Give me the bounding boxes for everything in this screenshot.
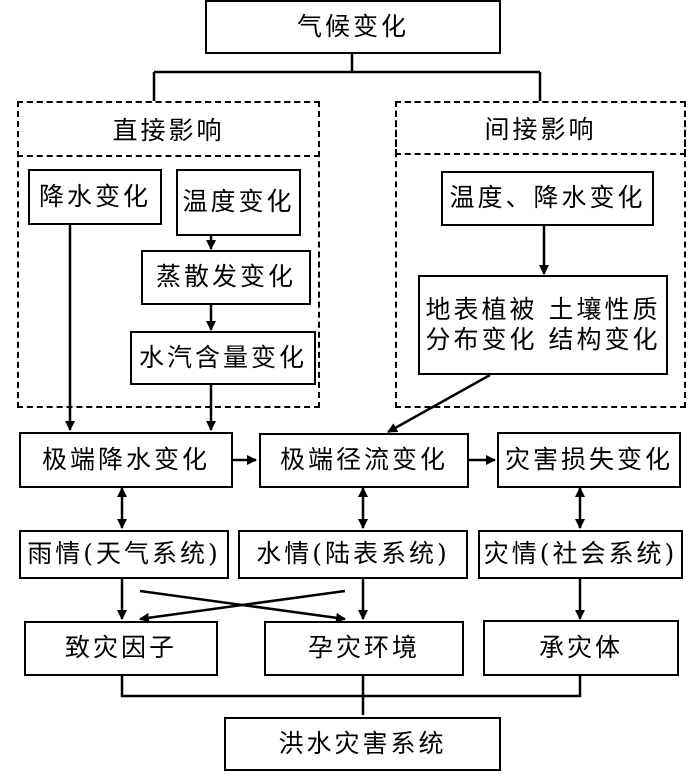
hazard-environment-box: 孕灾环境 [264, 621, 464, 676]
water-vapor-change-box: 水汽含量变化 [130, 331, 316, 385]
extreme-runoff-box: 极端径流变化 [259, 433, 469, 488]
arrow-water-factor [139, 589, 346, 623]
land-surface-change-box: 地表植被分布变化 土壤性质结构变化 [418, 275, 668, 375]
flood-disaster-system-box: 洪水灾害系统 [224, 717, 501, 771]
temperature-change-box: 温度变化 [176, 169, 301, 236]
evaporation-change-box: 蒸散发变化 [141, 250, 311, 305]
arrow-land-runoff [387, 373, 491, 434]
rain-condition-box: 雨情(天气系统) [19, 530, 229, 579]
connector-title-split [152, 54, 542, 101]
water-condition-box: 水情(陆表系统) [238, 530, 468, 579]
indirect-influence-label: 间接影响 [484, 115, 597, 144]
exposed-body-box: 承灾体 [483, 620, 679, 676]
disaster-loss-box: 灾害损失变化 [497, 432, 681, 488]
direct-influence-header [17, 101, 320, 157]
connector-merge [120, 676, 582, 715]
extreme-precipitation-box: 极端降水变化 [19, 432, 233, 488]
precipitation-change-box: 降水变化 [28, 169, 162, 225]
vegetation-change-text: 地表植被分布变化 [425, 294, 538, 355]
hazard-factor-box: 致灾因子 [24, 621, 218, 676]
direct-influence-label: 直接影响 [112, 116, 225, 145]
climate-change-box: 气候变化 [205, 0, 501, 54]
disaster-condition-box: 灾情(社会系统) [478, 530, 683, 579]
indirect-influence-header [395, 101, 686, 155]
temp-precip-change-box: 温度、降水变化 [441, 171, 654, 226]
soil-change-text: 土壤性质结构变化 [548, 294, 661, 355]
